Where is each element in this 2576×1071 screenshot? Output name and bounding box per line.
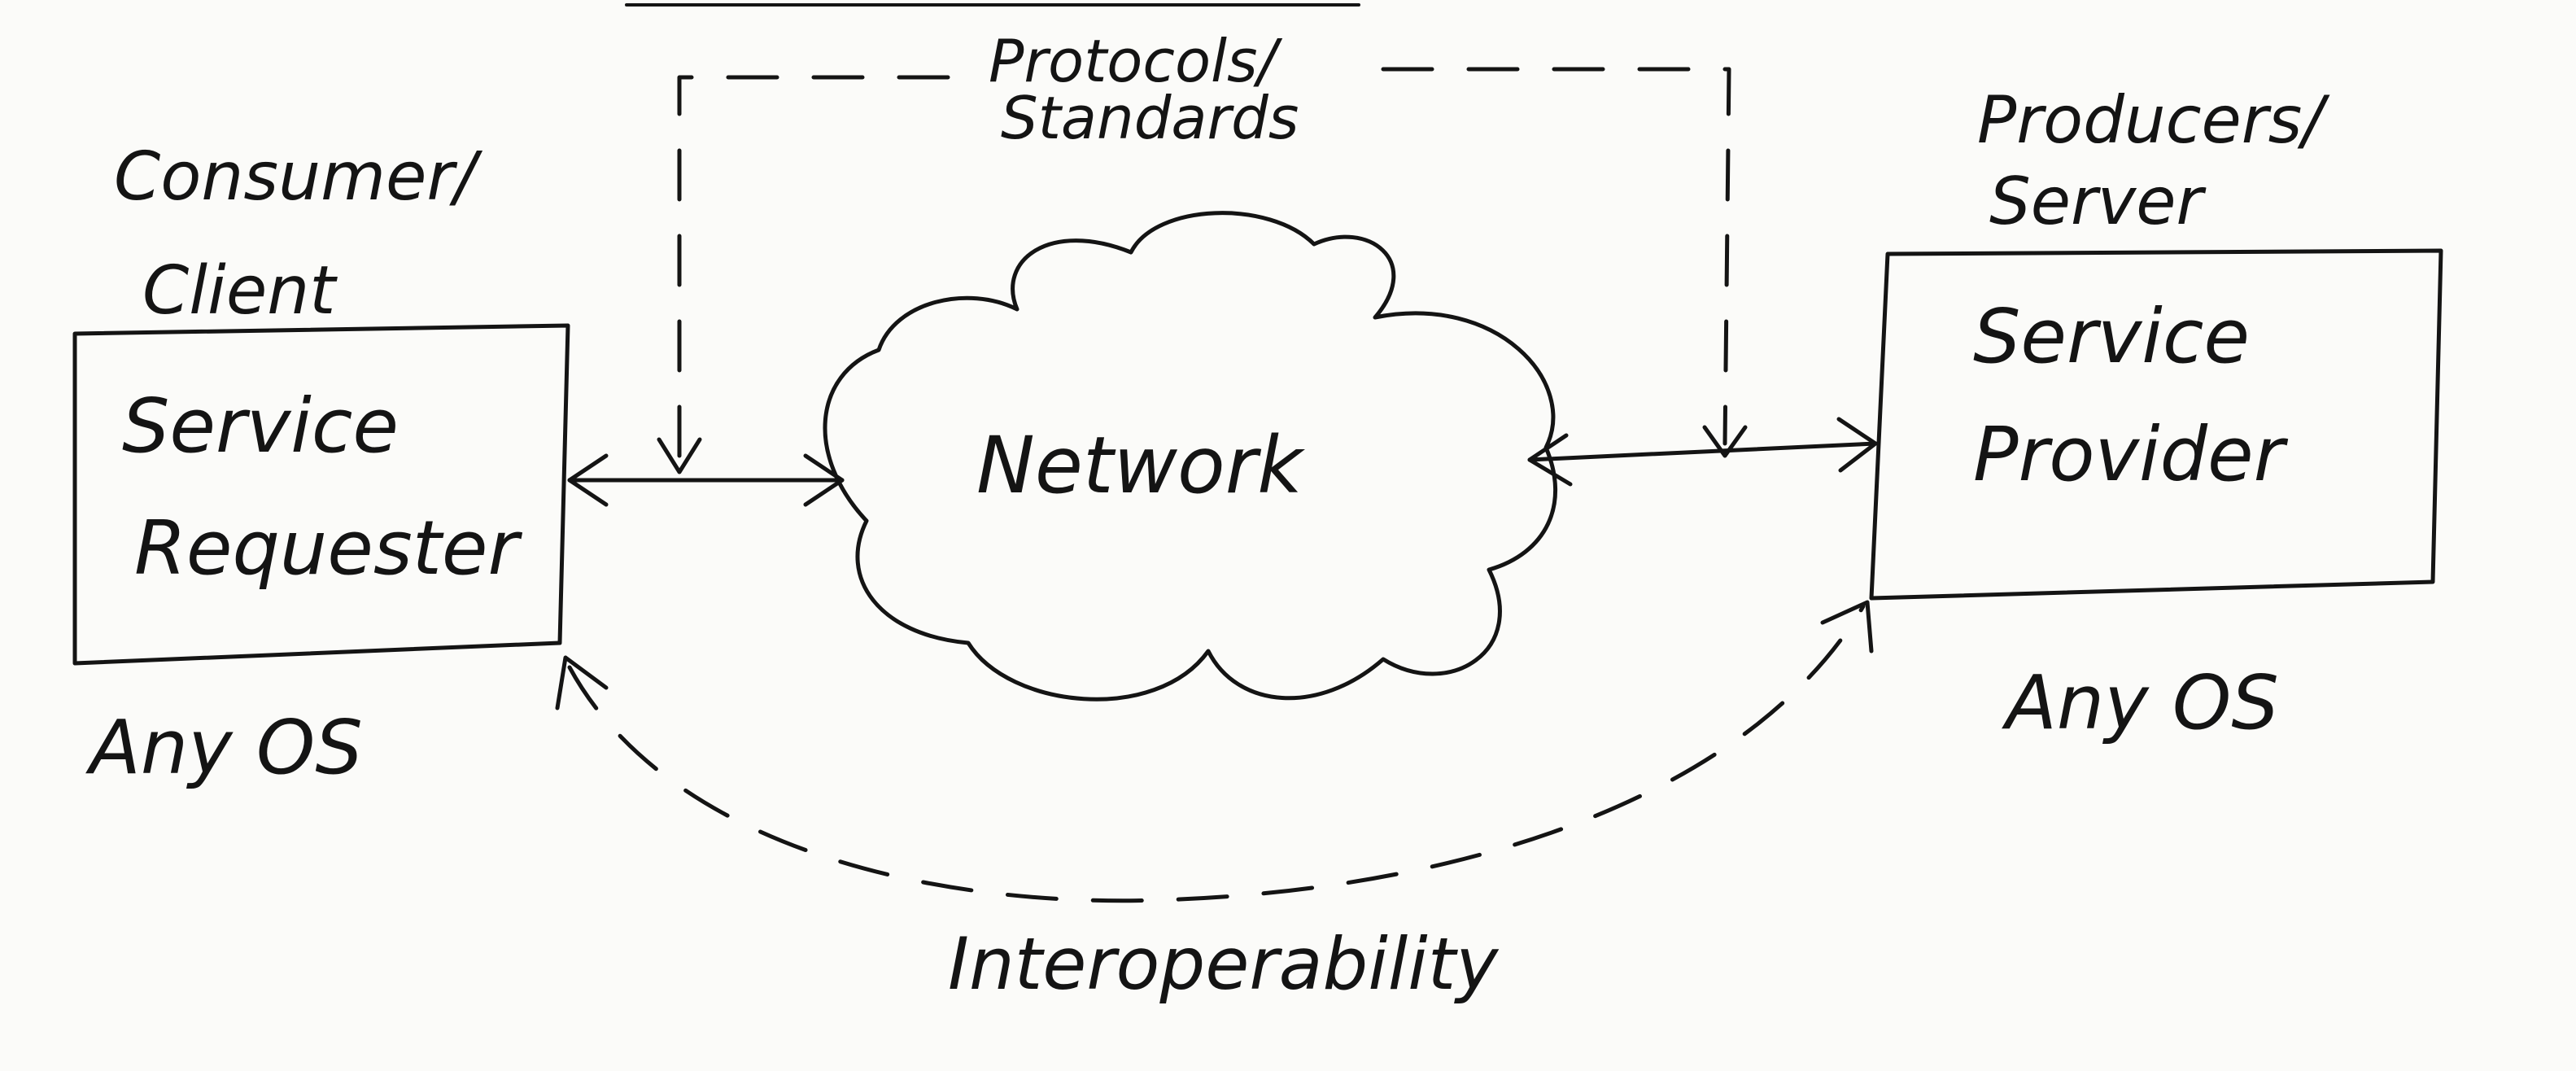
protocols-dashed-bracket-right <box>1381 67 1731 446</box>
protocols-left-arrowhead <box>657 437 702 474</box>
interoperability-dashed-arc <box>567 604 1866 903</box>
consumer-label-line2: Client <box>142 252 338 330</box>
network-cloud <box>823 211 1558 702</box>
provider-os-label: Any OS <box>2002 659 2279 746</box>
requester-box-line2: Requester <box>134 505 522 592</box>
network-left-arrowhead <box>803 453 845 507</box>
network-label: Network <box>976 420 1305 511</box>
interoperability-label: Interoperability <box>948 922 1500 1006</box>
protocols-label-line2: Standards <box>1001 84 1299 152</box>
service-requester-box <box>72 323 570 666</box>
provider-box-line2: Provider <box>1973 411 2289 498</box>
requester-os-label: Any OS <box>85 704 363 791</box>
protocols-dashed-bracket <box>677 75 958 458</box>
consumer-label-line1: Consumer/ <box>114 138 482 216</box>
provider-side-arrowhead <box>1836 417 1878 473</box>
network-right-arrowhead <box>1527 433 1573 487</box>
producer-label-line2: Server <box>1989 164 2207 239</box>
interop-right-arrowhead <box>1820 600 1874 654</box>
interop-left-arrowhead <box>555 655 609 710</box>
provider-box-line1: Service <box>1973 293 2250 380</box>
requester-box-line1: Service <box>122 382 399 470</box>
protocols-label-line1: Protocols/ <box>989 27 1283 95</box>
network-provider-line <box>1527 441 1878 462</box>
requester-side-arrowhead <box>567 453 609 507</box>
protocols-right-arrowhead <box>1702 425 1748 458</box>
producer-label-line1: Producers/ <box>1977 82 2330 158</box>
service-provider-box <box>1869 248 2443 601</box>
